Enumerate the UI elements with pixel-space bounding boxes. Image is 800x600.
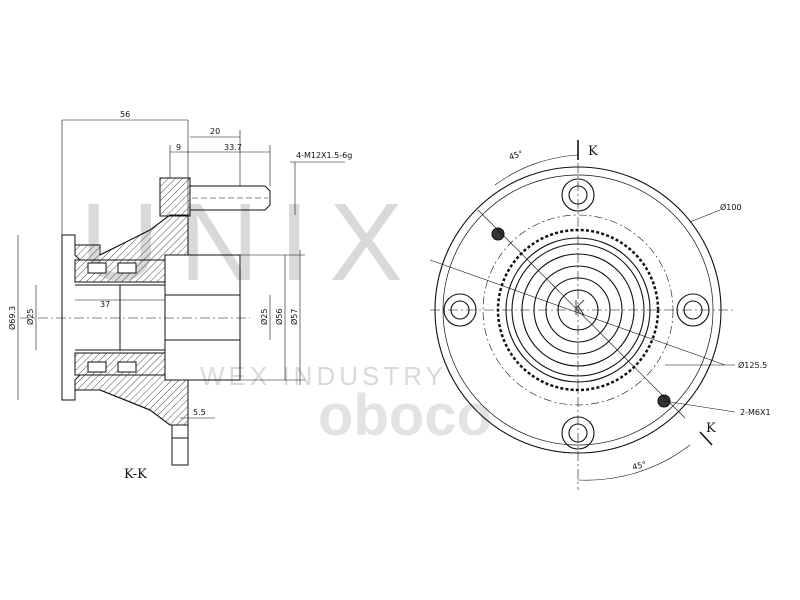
flange-dia-label: Ø125.5 — [738, 360, 767, 370]
angle-top: 45° — [508, 149, 524, 162]
cut-mark-bottom: K — [706, 421, 716, 436]
dim-dia-seat: Ø56 — [274, 309, 284, 325]
roller-2 — [117, 262, 137, 274]
section-label: K-K — [124, 467, 147, 482]
watermark-logo: oboco — [318, 383, 492, 448]
m6-hole-1 — [491, 227, 505, 241]
dim-stud-length: 33.7 — [224, 143, 242, 152]
dim-stud-offset: 20 — [210, 127, 220, 136]
roller-3 — [87, 361, 107, 373]
pcd-label: Ø100 — [720, 202, 742, 212]
hub-section-top — [74, 214, 189, 261]
dim-dia-outer: Ø69.3 — [7, 306, 17, 330]
dim-stud-thread: 4-M12X1.5-6g — [296, 151, 352, 160]
roller-4 — [117, 361, 137, 373]
dim-flange-face: 5.5 — [193, 408, 206, 417]
bolt-hole-top — [561, 178, 595, 212]
stud-head — [159, 177, 191, 217]
stud-shank — [189, 185, 271, 211]
lower-tab — [171, 424, 189, 466]
dim-dia-shaft: Ø25 — [259, 309, 269, 325]
dim-flange-thickness: 9 — [176, 143, 181, 152]
angle-bottom: 45° — [631, 460, 647, 472]
dim-overall-width: 56 — [120, 110, 130, 119]
holes-note: 2-M6X1 — [740, 408, 771, 417]
dim-bore-inner-len: 37 — [100, 300, 110, 309]
dim-dia-bore: Ø25 — [25, 309, 35, 325]
dim-dia-body: Ø57 — [289, 309, 299, 325]
cut-mark-top: K — [588, 144, 598, 159]
roller-1 — [87, 262, 107, 274]
